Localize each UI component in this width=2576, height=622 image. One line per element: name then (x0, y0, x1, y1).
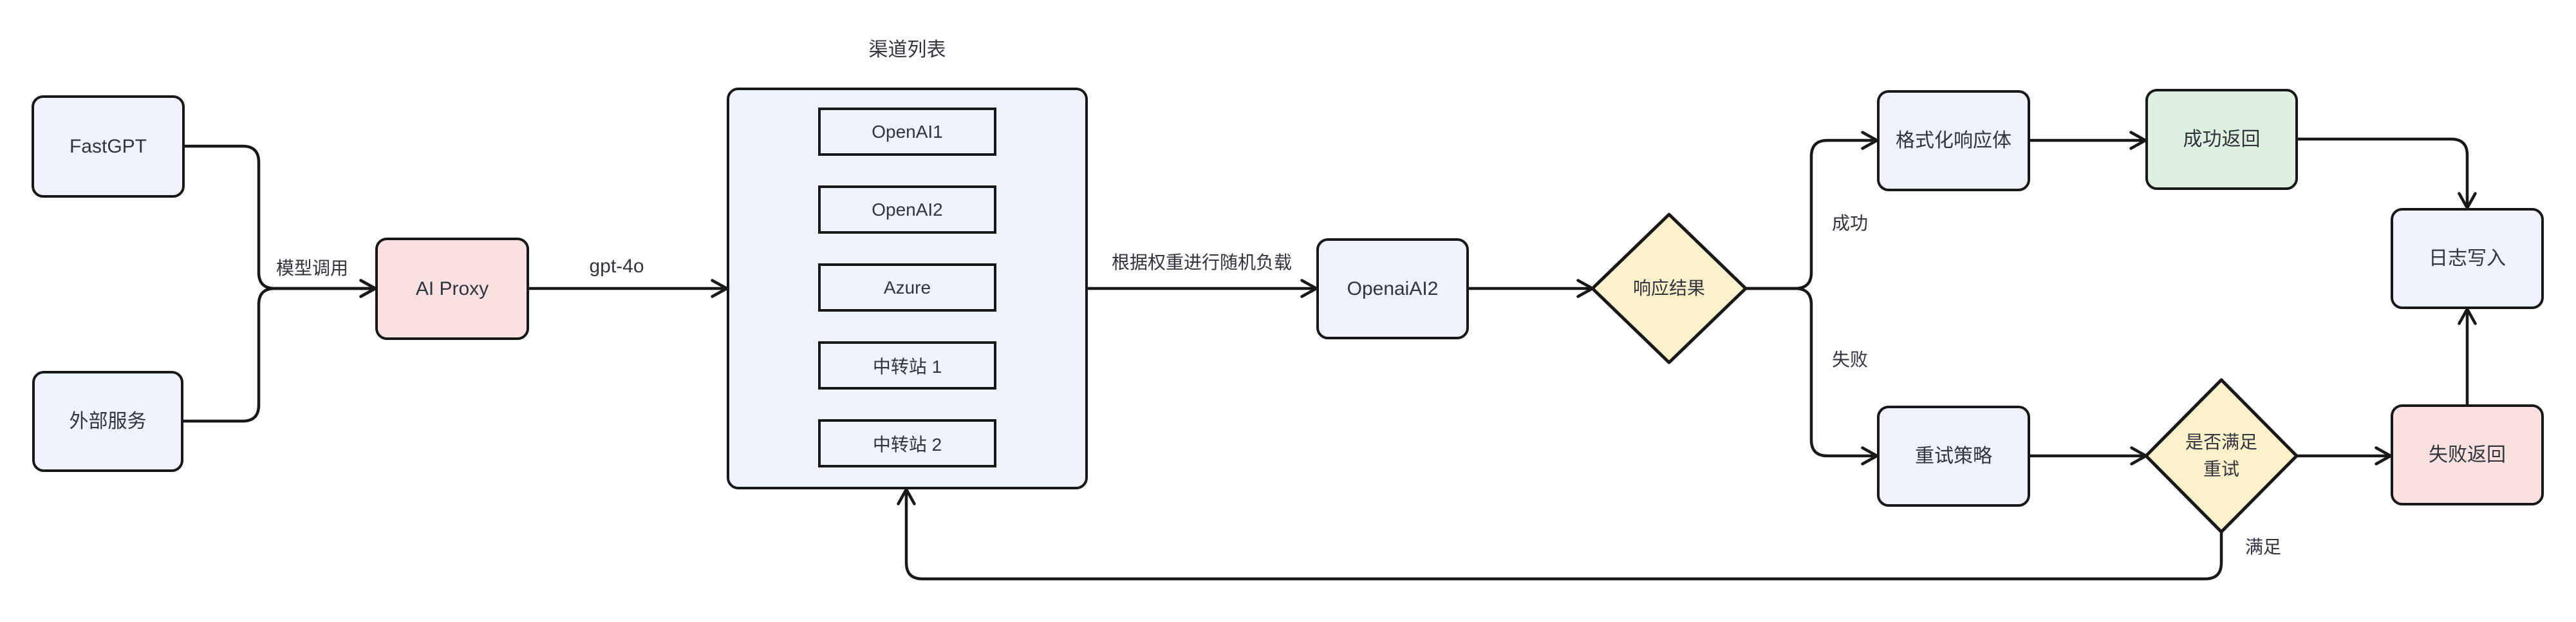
edge-retrycheck-to-channels-loop (897, 487, 2223, 581)
node-fastgpt-label: FastGPT (69, 136, 147, 157)
edge-label-load-balance: 根据权重进行随机负载 (1107, 249, 1296, 274)
channel-item-azure-label: Azure (883, 277, 931, 297)
node-openai-ai2: OpenaiAI2 (1316, 238, 1469, 339)
channel-item-relay1-label: 中转站 1 (872, 356, 942, 377)
channel-item-azure: Azure (818, 263, 996, 312)
node-format-response: 格式化响应体 (1877, 90, 2030, 191)
node-response-result-label: 响应结果 (1632, 278, 1706, 298)
edge-successreturn-to-log (2296, 137, 2477, 210)
node-fail-return-label: 失败返回 (2429, 444, 2506, 466)
channel-item-openai2: OpenAI2 (818, 185, 996, 234)
channel-item-openai2-label: OpenAI2 (872, 199, 943, 220)
node-retry-check-label: 是否满足 重试 (2185, 432, 2258, 479)
edge-fastgpt-to-aiproxy (183, 144, 377, 298)
node-log-write-label: 日志写入 (2429, 248, 2506, 269)
edge-response-to-retry-fail (1744, 287, 1879, 466)
node-openai-ai2-label: OpenaiAI2 (1347, 278, 1439, 299)
node-log-write: 日志写入 (2391, 208, 2544, 309)
node-fail-return: 失败返回 (2391, 404, 2544, 505)
channel-item-relay2-label: 中转站 2 (872, 434, 942, 455)
node-retry-strategy: 重试策略 (1877, 406, 2030, 507)
node-ai-proxy: AI Proxy (375, 238, 529, 340)
node-success-return: 成功返回 (2145, 89, 2298, 190)
node-success-return-label: 成功返回 (2183, 129, 2261, 150)
edge-response-to-format-success (1744, 131, 1879, 290)
channel-item-relay1: 中转站 1 (818, 341, 996, 390)
channel-group-title: 渠道列表 (868, 39, 946, 61)
edge-label-satisfied: 满足 (2241, 533, 2286, 559)
edge-label-model-name: gpt-4o (585, 256, 648, 278)
node-fastgpt: FastGPT (32, 95, 185, 198)
edge-external-to-aiproxy (182, 279, 377, 423)
node-external-service: 外部服务 (32, 371, 183, 472)
node-ai-proxy-label: AI Proxy (415, 278, 489, 299)
edge-label-success: 成功 (1827, 209, 1872, 235)
channel-item-openai1: OpenAI1 (818, 108, 996, 156)
node-format-response-label: 格式化响应体 (1896, 130, 2011, 151)
node-retry-check-shape (2144, 378, 2299, 534)
node-external-service-label: 外部服务 (69, 411, 147, 432)
channel-item-openai1-label: OpenAI1 (872, 121, 943, 142)
node-response-result-shape (1591, 212, 1748, 364)
node-retry-strategy-label: 重试策略 (1915, 446, 1992, 467)
edge-label-model-call: 模型调用 (272, 254, 353, 280)
edge-label-fail: 失败 (1827, 346, 1872, 372)
channel-group: OpenAI1 OpenAI2 Azure 中转站 1 中转站 2 (727, 88, 1088, 489)
channel-item-relay2: 中转站 2 (818, 419, 996, 467)
